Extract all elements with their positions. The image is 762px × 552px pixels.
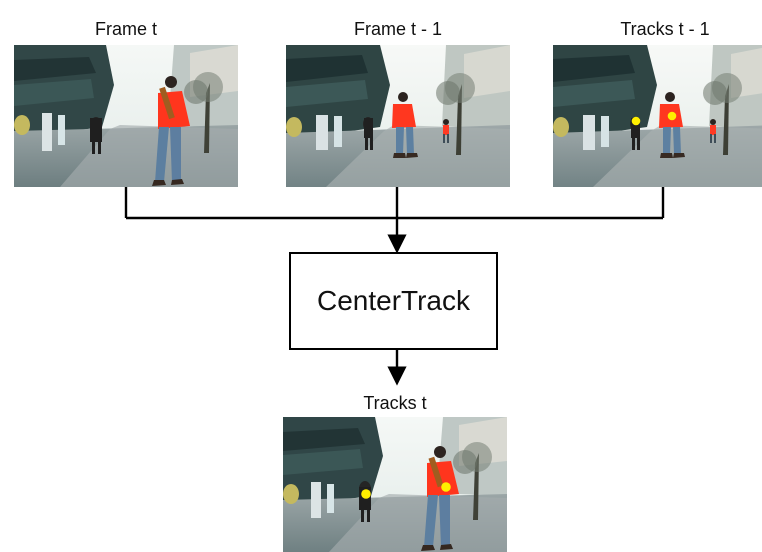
- track-marker-left-pedestrian: [361, 489, 371, 499]
- frame-t-image: [14, 45, 238, 187]
- tracks-t-1-label: Tracks t - 1: [620, 19, 710, 39]
- centertrack-model-box: CenterTrack: [289, 252, 498, 350]
- track-marker-right-pedestrian: [441, 482, 451, 492]
- tracks-t-label: Tracks t: [363, 393, 427, 413]
- frame-t-1-label: Frame t - 1: [353, 19, 442, 39]
- tracks-t-image: [283, 417, 507, 552]
- tracks-t-1-image: [553, 45, 762, 187]
- frame-t-1-image: [286, 45, 510, 187]
- track-marker-dark-pedestrian: [631, 116, 641, 126]
- centertrack-model-label: CenterTrack: [316, 285, 470, 316]
- track-marker-red-pedestrian: [667, 111, 677, 121]
- frame-t-label: Frame t: [94, 19, 157, 39]
